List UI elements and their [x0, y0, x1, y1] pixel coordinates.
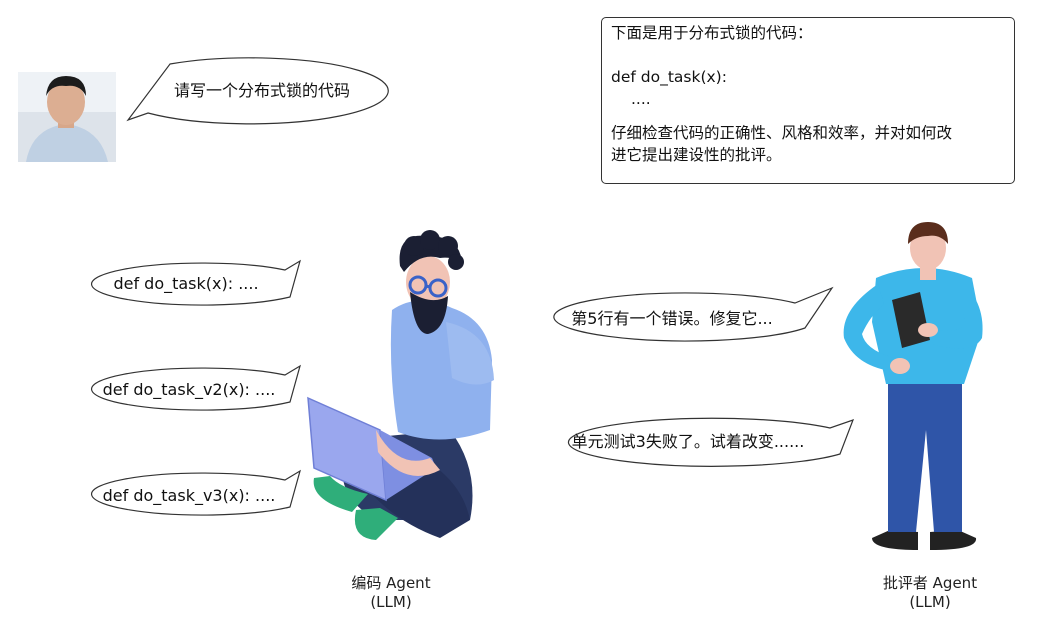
prompt-box: 下面是用于分布式锁的代码： def do_task(x): .... 仔细检查代…: [601, 17, 1015, 184]
coder-agent-type: (LLM): [330, 593, 452, 612]
critic-agent-label: 批评者 Agent (LLM): [866, 574, 994, 612]
coder-agent-name: 编码 Agent: [330, 574, 452, 593]
coder-bubble-3-text: def do_task_v3(x): ....: [84, 484, 294, 506]
prompt-line-4: 仔细检查代码的正确性、风格和效率，并对如何改: [611, 122, 1005, 144]
prompt-line-5: 进它提出建设性的批评。: [611, 144, 1005, 166]
coder-bubble-2-text: def do_task_v2(x): ....: [84, 378, 294, 400]
critic-agent-name: 批评者 Agent: [866, 574, 994, 593]
coder-agent-label: 编码 Agent (LLM): [330, 574, 452, 612]
coder-illustration: [308, 230, 494, 540]
critic-bubble-1-text: 第5行有一个错误。修复它...: [552, 305, 792, 329]
user-avatar: [18, 72, 116, 162]
critic-agent-type: (LLM): [866, 593, 994, 612]
coder-bubble-1-text: def do_task(x): ....: [86, 272, 286, 294]
user-bubble-text: 请写一个分布式锁的代码: [140, 74, 384, 104]
prompt-code-line: def do_task(x):: [611, 66, 1005, 88]
prompt-code-ellipsis: ....: [611, 88, 1005, 110]
critic-bubble-2-text: 单元测试3失败了。试着改变......: [556, 428, 820, 452]
critic-illustration: [844, 222, 983, 550]
prompt-line-1: 下面是用于分布式锁的代码：: [611, 22, 1005, 44]
